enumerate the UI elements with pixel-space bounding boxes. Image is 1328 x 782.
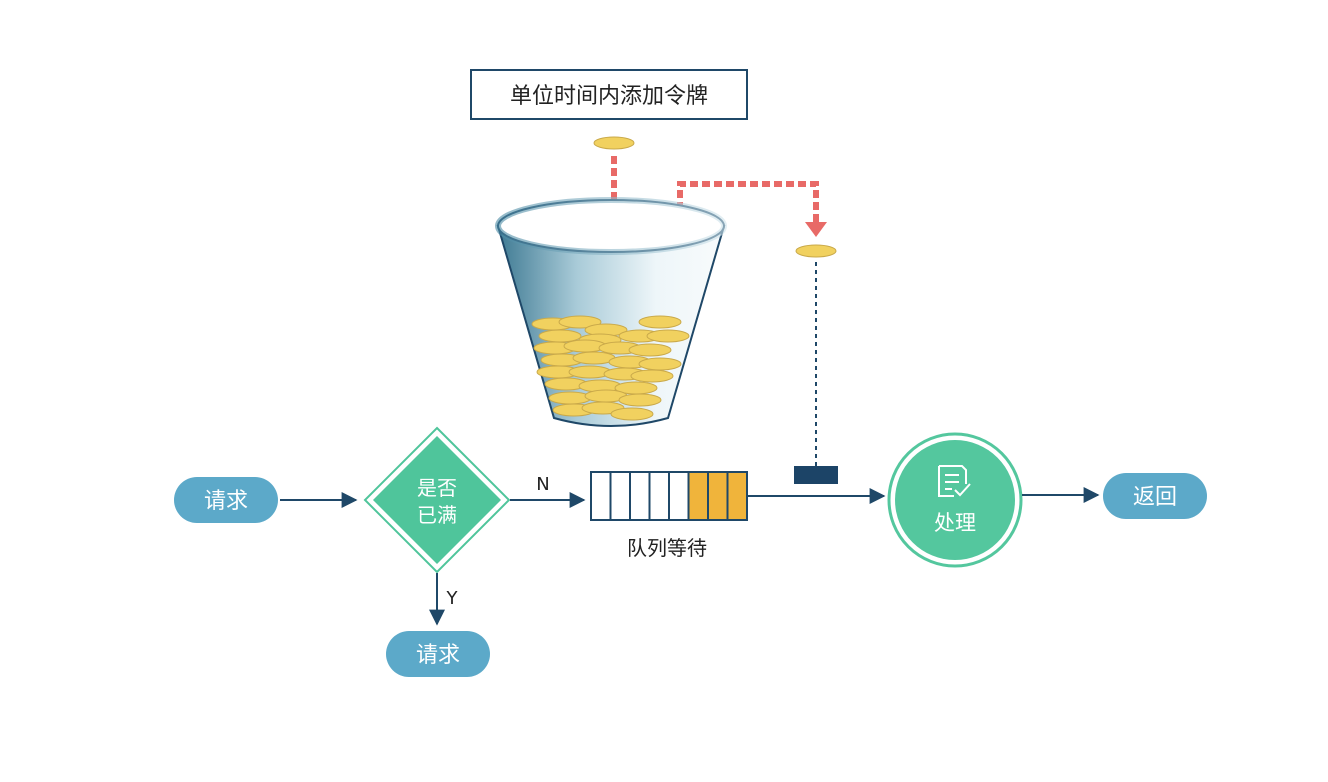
return-pill: 返回: [1103, 473, 1207, 519]
request-pill: 请求: [174, 477, 278, 523]
coin-icon: [638, 357, 682, 371]
return-label: 返回: [1133, 485, 1177, 510]
decision-label-line2: 已满: [417, 503, 457, 527]
checklist-icon: [938, 465, 971, 497]
token-rate-box: 单位时间内添加令牌: [470, 69, 748, 120]
coin-icon: [638, 315, 682, 329]
queue-slot: [590, 471, 612, 521]
process-node: 处理: [887, 432, 1023, 568]
queue-slot: [668, 471, 690, 521]
queue-slot: [726, 471, 748, 521]
request-label: 请求: [204, 489, 248, 514]
coin-icon: [538, 329, 582, 343]
coin-icon: [618, 393, 662, 407]
queue-slot: [707, 471, 729, 521]
queue-slot: [687, 471, 709, 521]
queue-label: 队列等待: [627, 536, 707, 560]
coin-icon: [593, 136, 635, 150]
branch-yes-label: Y: [446, 588, 459, 609]
coin-icon: [646, 329, 690, 343]
coin-icon: [795, 244, 837, 258]
queue-slot: [648, 471, 670, 521]
coin-icon: [628, 343, 672, 357]
coin-pile: [531, 315, 690, 421]
rejected-request-pill: 请求: [386, 631, 490, 677]
coin-icon: [558, 315, 602, 329]
token-rate-label: 单位时间内添加令牌: [510, 84, 708, 109]
rejected-request-label: 请求: [416, 643, 460, 668]
coin-icon: [630, 369, 674, 383]
queue: [590, 471, 748, 521]
decision-label-line1: 是否: [417, 476, 457, 500]
token-gate: [794, 466, 838, 484]
token-bucket: [495, 197, 727, 427]
coin-icon: [610, 407, 654, 421]
process-label: 处理: [934, 511, 976, 535]
decision-diamond: 是否 已满: [363, 426, 511, 574]
queue-slot: [629, 471, 651, 521]
branch-no-label: N: [536, 474, 549, 495]
queue-slot: [609, 471, 631, 521]
coin-icon: [548, 391, 592, 405]
